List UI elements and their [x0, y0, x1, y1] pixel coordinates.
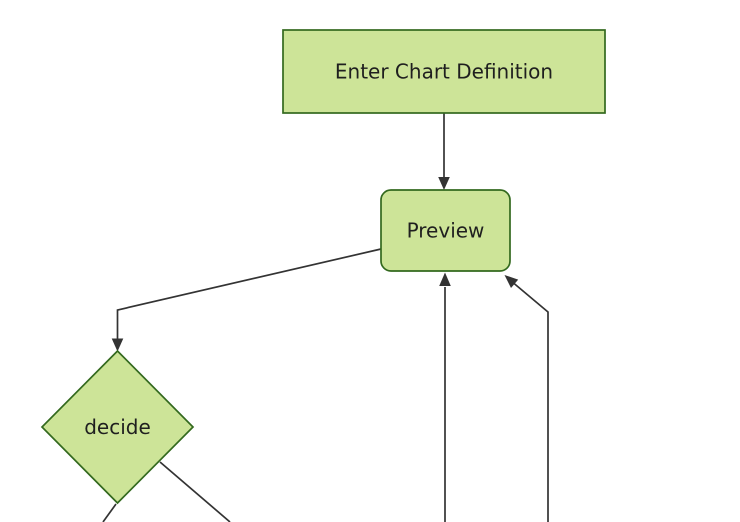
node-decide: decide: [40, 349, 195, 505]
edge-enter-chart-definition-to-preview: [438, 113, 450, 190]
edge-line: [512, 282, 549, 522]
node-enter-chart-definition-shape: [282, 29, 606, 114]
node-enter-chart-definition: Enter Chart Definition: [282, 29, 606, 114]
arrowhead-up-left-icon: [504, 275, 519, 288]
node-enter-chart-definition-label: Enter Chart Definition: [335, 60, 553, 84]
arrowhead-down-icon: [438, 177, 450, 190]
arrowhead-down-icon: [111, 338, 124, 352]
edge-preview-to-decide: [111, 248, 382, 352]
arrowhead-up-icon: [439, 272, 451, 286]
edge-offscreen-to-preview-vertical: [439, 272, 451, 522]
edge-offscreen-to-preview-bent: [504, 275, 549, 522]
node-decide-label: decide: [84, 415, 151, 439]
node-preview: Preview: [380, 189, 511, 272]
edge-decide-to-offscreen-left: [102, 503, 117, 522]
edge-decide-to-offscreen-right: [159, 461, 231, 522]
node-preview-shape: [380, 189, 511, 272]
node-preview-label: Preview: [407, 219, 485, 243]
node-decide-shape: [40, 349, 195, 505]
edge-line: [116, 248, 382, 339]
